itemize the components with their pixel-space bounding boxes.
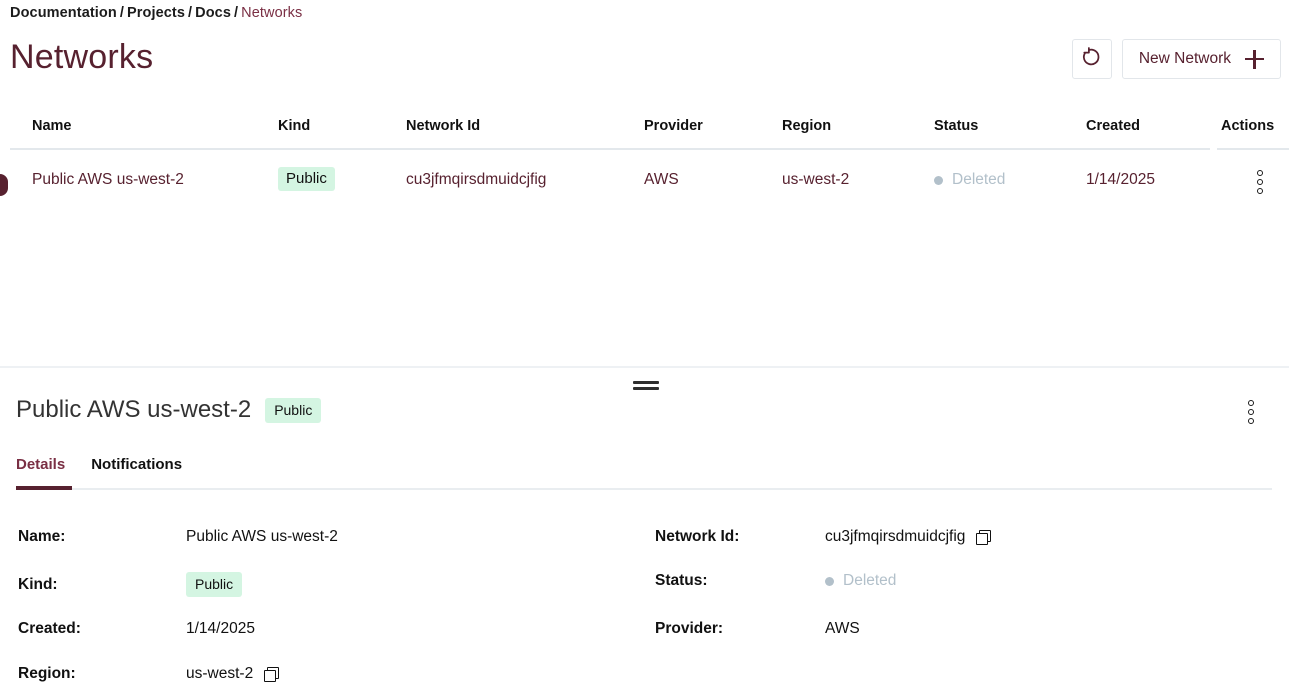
cell-created: 1/14/2025: [1086, 171, 1155, 188]
networks-table: Name Kind Network Id Provider Region Sta…: [0, 118, 1289, 196]
copy-icon[interactable]: [976, 529, 992, 545]
table-header-divider: [10, 148, 1210, 150]
panel-divider: [0, 366, 1289, 368]
detail-actions-menu[interactable]: [1243, 400, 1259, 424]
page-title: Networks: [10, 38, 154, 76]
breadcrumb-separator: /: [188, 5, 193, 21]
table-header-row: Name Kind Network Id Provider Region Sta…: [0, 118, 1289, 148]
field-value-network-id-text: cu3jfmqirsdmuidcjfig: [825, 528, 966, 545]
copy-icon[interactable]: [264, 666, 280, 682]
cell-provider: AWS: [644, 171, 679, 188]
column-header-kind[interactable]: Kind: [278, 118, 311, 134]
field-created: Created: 1/14/2025: [18, 620, 255, 638]
status-label: Deleted: [952, 171, 1006, 188]
kebab-menu-icon[interactable]: [1252, 170, 1268, 194]
field-value-network-id: cu3jfmqirsdmuidcjfig: [825, 528, 992, 546]
column-header-actions: Actions: [1221, 118, 1275, 134]
breadcrumb-item-documentation[interactable]: Documentation: [10, 5, 117, 21]
new-network-button[interactable]: New Network: [1121, 39, 1281, 79]
tab-details[interactable]: Details: [16, 456, 66, 473]
cell-region: us-west-2: [782, 171, 850, 188]
field-kind: Kind: Public: [18, 572, 243, 597]
header-actions: New Network: [1071, 39, 1281, 79]
status-badge: Deleted: [934, 171, 1005, 189]
breadcrumb: Documentation/Projects/Docs/Networks: [10, 5, 302, 21]
refresh-button[interactable]: [1071, 39, 1112, 79]
breadcrumb-separator: /: [234, 5, 239, 21]
table-row[interactable]: Public AWS us-west-2 Public cu3jfmqirsdm…: [0, 158, 1289, 212]
status-dot-icon: [934, 175, 943, 185]
breadcrumb-item-networks: Networks: [241, 5, 303, 21]
field-label-created: Created:: [18, 620, 81, 637]
field-network-id: Network Id: cu3jfmqirsdmuidcjfig: [655, 528, 992, 546]
tabs-underline: [16, 488, 1272, 490]
cell-network-id: cu3jfmqirsdmuidcjfig: [406, 171, 547, 188]
breadcrumb-separator: /: [119, 5, 124, 21]
new-network-label: New Network: [1138, 50, 1231, 67]
column-header-created[interactable]: Created: [1086, 118, 1140, 134]
cell-actions: [1252, 170, 1268, 194]
field-label-region: Region:: [18, 665, 76, 682]
field-value-region: us-west-2: [186, 665, 280, 683]
detail-kind-badge: Public: [265, 397, 322, 423]
field-label-network-id: Network Id:: [655, 528, 740, 545]
kebab-menu-icon[interactable]: [1243, 400, 1259, 424]
column-header-provider[interactable]: Provider: [644, 118, 703, 134]
column-header-name[interactable]: Name: [32, 118, 72, 134]
tab-notifications[interactable]: Notifications: [91, 456, 183, 473]
refresh-icon: [1081, 46, 1103, 73]
column-header-region[interactable]: Region: [782, 118, 832, 134]
field-provider: Provider: AWS: [655, 620, 860, 638]
field-value-status-text: Deleted: [843, 572, 897, 589]
field-label-provider: Provider:: [655, 620, 724, 637]
table-header-divider-actions: [1217, 148, 1289, 150]
detail-tabs: Details Notifications: [16, 456, 182, 473]
field-label-kind: Kind:: [18, 575, 58, 593]
field-status: Status: Deleted: [655, 572, 896, 590]
breadcrumb-item-projects[interactable]: Projects: [126, 5, 186, 21]
field-label-status: Status:: [655, 572, 708, 589]
field-name: Name: Public AWS us-west-2: [18, 528, 338, 546]
tabs-active-indicator: [16, 486, 72, 490]
cell-kind: Public: [278, 167, 335, 192]
breadcrumb-item-docs[interactable]: Docs: [195, 5, 232, 21]
field-value-name: Public AWS us-west-2: [186, 528, 338, 545]
field-value-created: 1/14/2025: [186, 620, 255, 637]
field-value-kind-badge: Public: [186, 572, 243, 597]
cell-name[interactable]: Public AWS us-west-2: [32, 171, 184, 188]
field-label-name: Name:: [18, 528, 66, 545]
kind-badge: Public: [278, 167, 335, 192]
field-value-region-text: us-west-2: [186, 665, 254, 682]
field-value-provider: AWS: [825, 620, 860, 637]
panel-resize-handle[interactable]: [633, 381, 659, 390]
column-header-status[interactable]: Status: [934, 118, 979, 134]
column-header-network-id[interactable]: Network Id: [406, 118, 481, 134]
row-selected-indicator: [0, 174, 8, 196]
detail-title: Public AWS us-west-2: [16, 396, 252, 423]
field-value-status: Deleted: [825, 572, 896, 590]
detail-panel-header: Public AWS us-west-2 Public: [16, 396, 322, 424]
cell-status: Deleted: [934, 171, 1005, 189]
plus-icon: [1245, 49, 1264, 69]
field-region: Region: us-west-2: [18, 665, 280, 683]
status-dot-icon: [825, 576, 834, 586]
